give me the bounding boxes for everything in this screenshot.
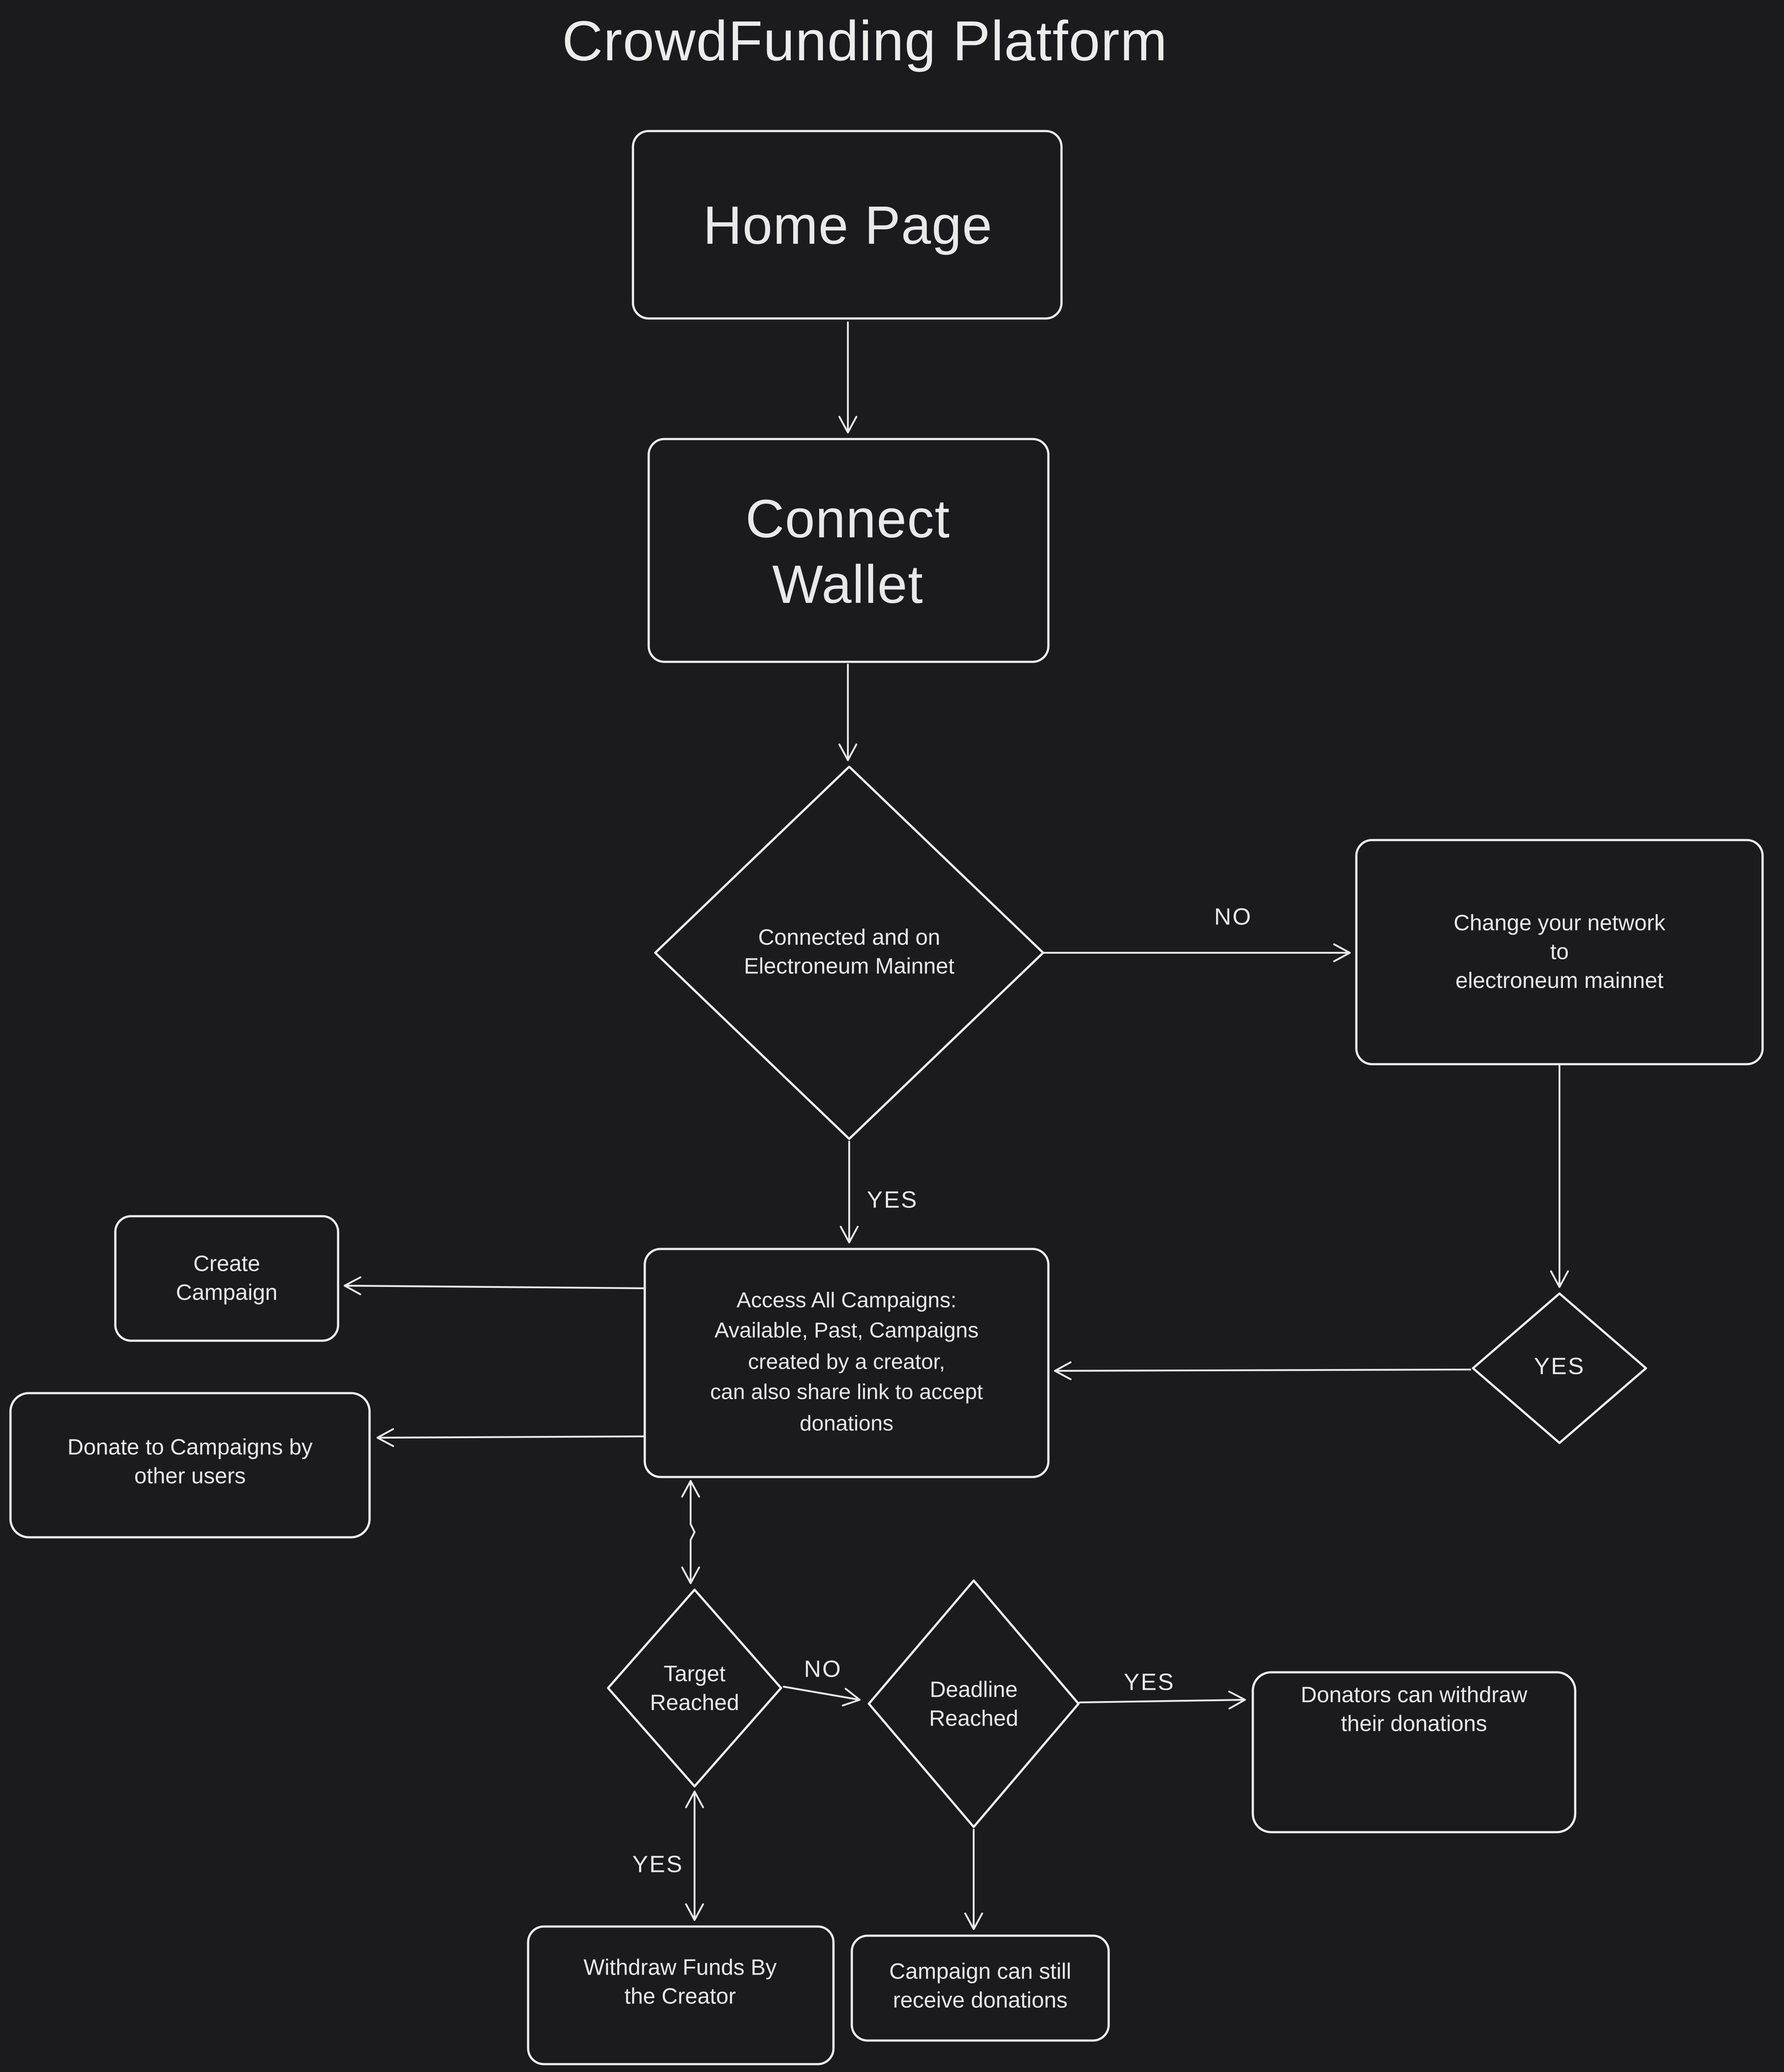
deadline-reached-diamond (868, 1579, 1080, 1828)
edge-label-no-target: NO (804, 1656, 842, 1682)
edge-deadline-yes-to-donators (1079, 1690, 1246, 1710)
target-reached-diamond (607, 1588, 782, 1788)
access-campaigns-box-shape (643, 1248, 1050, 1478)
connect-wallet-label: Connect Wallet (745, 488, 951, 615)
access-campaigns-label: Access All Campaigns: Available, Past, C… (710, 1289, 983, 1436)
change-network-label: Change your network to electroneum mainn… (1453, 910, 1666, 994)
edge-yes-gate-to-access (1054, 1361, 1472, 1380)
edge-access-to-create-campaign (343, 1276, 646, 1295)
connect-wallet-box-shape (647, 438, 1050, 663)
campaign-receive-label: Campaign can still receive donations (889, 1959, 1072, 2013)
connected-decision-diamond (654, 765, 1044, 1140)
connected-decision-label: Connected and on Electroneum Mainnet (744, 925, 954, 979)
create-campaign-label: Create Campaign (176, 1251, 278, 1305)
donate-label: Donate to Campaigns by other users (67, 1435, 313, 1489)
yes-gate-diamond (1472, 1292, 1647, 1444)
edge-label-yes-deadline: YES (1124, 1669, 1175, 1695)
target-reached-label: Target Reached (650, 1661, 740, 1716)
edge-label-no-network: NO (1214, 903, 1252, 930)
edge-access-target-bidirectional (681, 1480, 700, 1584)
donate-box-shape (9, 1392, 371, 1539)
donators-withdraw-label: Donators can withdraw their donations (1300, 1682, 1528, 1736)
edge-label-yes-target: YES (632, 1851, 684, 1878)
edge-access-to-donate (376, 1428, 646, 1447)
campaign-receive-box-shape (851, 1934, 1110, 2042)
home-label: Home Page (703, 195, 993, 256)
deadline-reached-label: Deadline Reached (929, 1677, 1019, 1731)
edge-label-yes-network: YES (867, 1186, 918, 1213)
withdraw-funds-box-shape (527, 1925, 835, 2065)
edge-target-no-to-deadline (782, 1685, 861, 1707)
create-campaign-box-shape (114, 1215, 339, 1342)
withdraw-funds-label: Withdraw Funds By the Creator (583, 1955, 777, 2009)
change-network-box-shape (1355, 839, 1764, 1065)
diagram-title: CrowdFunding Platform (562, 10, 1168, 73)
home-box-shape (632, 130, 1063, 320)
yes-gate-label: YES (1534, 1353, 1585, 1380)
donators-withdraw-box-shape (1252, 1671, 1577, 1833)
